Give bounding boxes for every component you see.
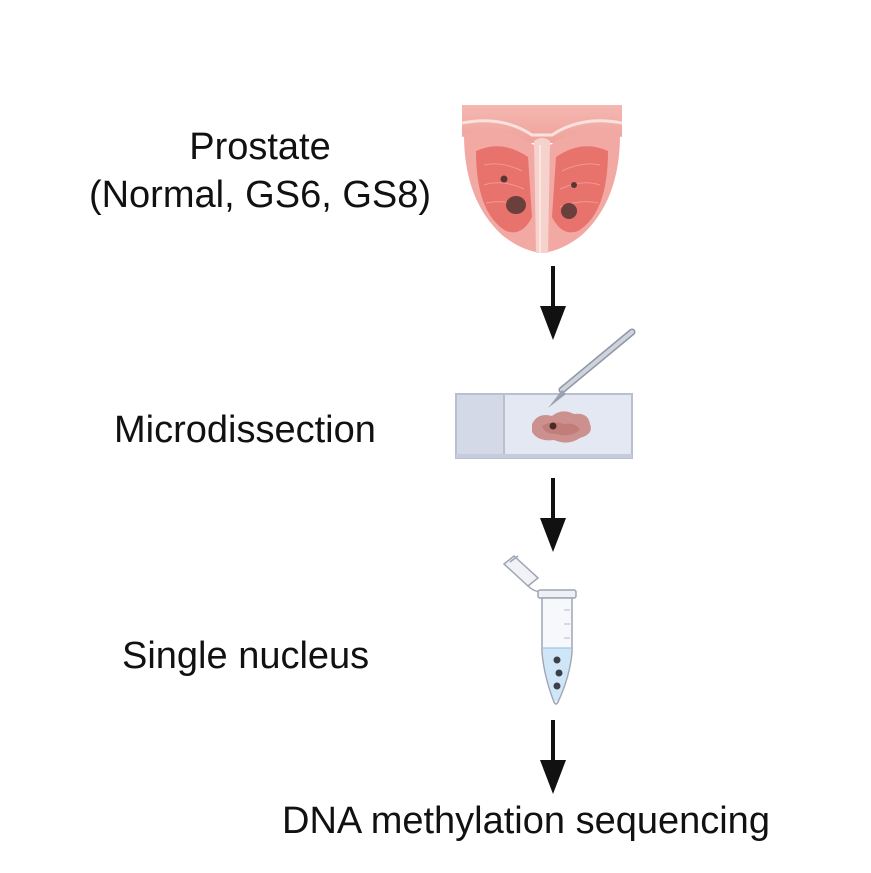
lesion-large-right — [561, 203, 577, 219]
single-nucleus-label: Single nucleus — [122, 635, 370, 677]
lesion-small-right — [571, 182, 577, 188]
nucleus-dot — [555, 669, 563, 677]
target-nucleus — [549, 422, 557, 430]
nucleus-dot — [553, 656, 561, 664]
lesion-large-left — [506, 196, 526, 214]
scalpel-icon — [548, 328, 636, 408]
tube-lid-icon — [502, 555, 543, 593]
arrow-down-icon — [540, 266, 566, 340]
tube-rim — [537, 589, 577, 599]
prostate-label: Prostate (Normal, GS6, GS8) — [40, 124, 480, 219]
arrow-down-icon — [540, 720, 566, 794]
microdissection-label: Microdissection — [114, 409, 376, 451]
prostate-subtitle: (Normal, GS6, GS8) — [88, 173, 432, 216]
slide-label-area — [455, 393, 505, 459]
nucleus-dot — [553, 682, 561, 690]
sequencing-label: DNA methylation sequencing — [282, 800, 770, 842]
lesion-small-left — [500, 175, 508, 183]
arrow-down-icon — [540, 478, 566, 552]
prostate-illustration — [462, 105, 622, 253]
urethra — [534, 138, 550, 253]
microdissection-illustration — [455, 328, 636, 459]
tube-illustration — [502, 555, 577, 705]
prostate-title: Prostate — [189, 126, 331, 168]
